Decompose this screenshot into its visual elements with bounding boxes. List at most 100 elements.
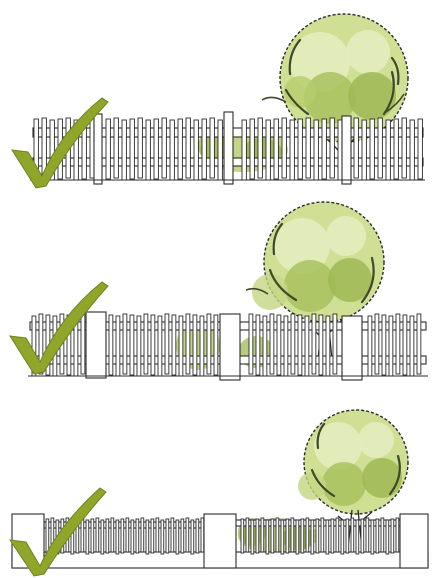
fence-picket bbox=[390, 518, 395, 554]
wall-pillar bbox=[399, 513, 429, 569]
fence-picket bbox=[329, 117, 335, 179]
tree-canopy bbox=[298, 409, 409, 515]
checkmark-icon bbox=[8, 487, 107, 577]
fence-picket bbox=[385, 519, 390, 555]
fence-picket bbox=[171, 314, 177, 376]
fence bbox=[11, 513, 429, 569]
fence-picket bbox=[320, 517, 325, 553]
panel-2 bbox=[9, 201, 428, 381]
fence-picket bbox=[311, 313, 317, 375]
fence-picket bbox=[105, 118, 111, 180]
fence-picket bbox=[153, 118, 159, 180]
fence-picket bbox=[297, 118, 303, 180]
fence-picket bbox=[262, 315, 268, 377]
fence-picket bbox=[115, 519, 120, 555]
fence-picket bbox=[313, 119, 319, 181]
fence-post bbox=[341, 115, 352, 185]
fence-picket bbox=[165, 518, 170, 554]
fence-picket bbox=[350, 517, 355, 553]
fence-picket bbox=[136, 315, 142, 377]
fence-picket bbox=[310, 519, 315, 555]
fence-picket bbox=[85, 519, 90, 555]
fence-picket bbox=[304, 315, 310, 377]
fence-picket bbox=[249, 118, 255, 180]
fence bbox=[30, 111, 425, 185]
tree-canopy bbox=[261, 13, 409, 143]
fence-picket bbox=[365, 517, 370, 553]
fence-picket bbox=[121, 119, 127, 181]
fence-picket bbox=[345, 518, 350, 554]
fence-picket bbox=[255, 518, 260, 554]
fence-picket bbox=[169, 119, 175, 181]
fence-picket bbox=[332, 313, 338, 375]
fence-picket bbox=[110, 517, 115, 553]
fence-picket bbox=[38, 313, 44, 375]
fence-picket bbox=[95, 517, 100, 553]
fence-picket bbox=[283, 315, 289, 377]
fence-picket bbox=[250, 519, 255, 555]
fence-picket bbox=[178, 315, 184, 377]
fence-picket bbox=[395, 517, 400, 553]
fence-picket bbox=[265, 119, 271, 181]
fence-picket bbox=[402, 314, 408, 376]
fence-picket bbox=[315, 518, 320, 554]
fence-picket bbox=[100, 519, 105, 555]
fence-picket bbox=[145, 519, 150, 555]
fence-pillar bbox=[219, 313, 241, 381]
fence-picket bbox=[360, 518, 365, 554]
fence-picket bbox=[374, 313, 380, 375]
fence-picket bbox=[409, 119, 415, 181]
fence-picket bbox=[180, 518, 185, 554]
fence-picket bbox=[245, 517, 250, 553]
fence-picket bbox=[185, 517, 190, 553]
fence-picket bbox=[177, 118, 183, 180]
fence-picket bbox=[192, 314, 198, 376]
fence-picket bbox=[353, 117, 359, 179]
fence-picket bbox=[275, 517, 280, 553]
fence-picket bbox=[150, 518, 155, 554]
fence-picket bbox=[401, 117, 407, 179]
fence-picket bbox=[201, 118, 207, 180]
fence-picket bbox=[129, 314, 135, 376]
fence-picket bbox=[206, 313, 212, 375]
fence-picket bbox=[90, 518, 95, 554]
fence-picket bbox=[273, 118, 279, 180]
fence-picket bbox=[380, 517, 385, 553]
fence-picket bbox=[270, 518, 275, 554]
fence-picket bbox=[80, 313, 86, 375]
fence-picket bbox=[325, 315, 331, 377]
fence-picket bbox=[409, 315, 415, 377]
fence-picket bbox=[395, 313, 401, 375]
fence-picket bbox=[355, 519, 360, 555]
fence-picket bbox=[393, 118, 399, 180]
fence-picket bbox=[195, 518, 200, 554]
fence bbox=[28, 311, 428, 381]
tree-canopy bbox=[245, 201, 385, 323]
fence-picket bbox=[276, 314, 282, 376]
fence-picket bbox=[150, 314, 156, 376]
fence-picket bbox=[143, 313, 149, 375]
fence-post bbox=[93, 113, 103, 185]
fence-picket bbox=[260, 517, 265, 553]
fence-picket bbox=[325, 519, 330, 555]
fence-picket bbox=[145, 119, 151, 181]
fence-picket bbox=[199, 315, 205, 377]
fence-picket bbox=[285, 518, 290, 554]
fence-pillar bbox=[341, 315, 363, 381]
fence-picket bbox=[193, 119, 199, 181]
fence-picket bbox=[105, 518, 110, 554]
fence-picket bbox=[269, 313, 275, 375]
fence-picket bbox=[120, 518, 125, 554]
fence-picket bbox=[240, 518, 245, 554]
fence-picket bbox=[209, 117, 215, 179]
fence-picket bbox=[130, 519, 135, 555]
fence-picket bbox=[305, 117, 311, 179]
panel-1 bbox=[11, 13, 425, 189]
fence-post bbox=[223, 111, 234, 185]
fence-picket bbox=[300, 518, 305, 554]
fence-picket bbox=[416, 313, 422, 375]
fence-picket bbox=[164, 313, 170, 375]
fence-picket bbox=[160, 519, 165, 555]
fence-picket bbox=[175, 519, 180, 555]
